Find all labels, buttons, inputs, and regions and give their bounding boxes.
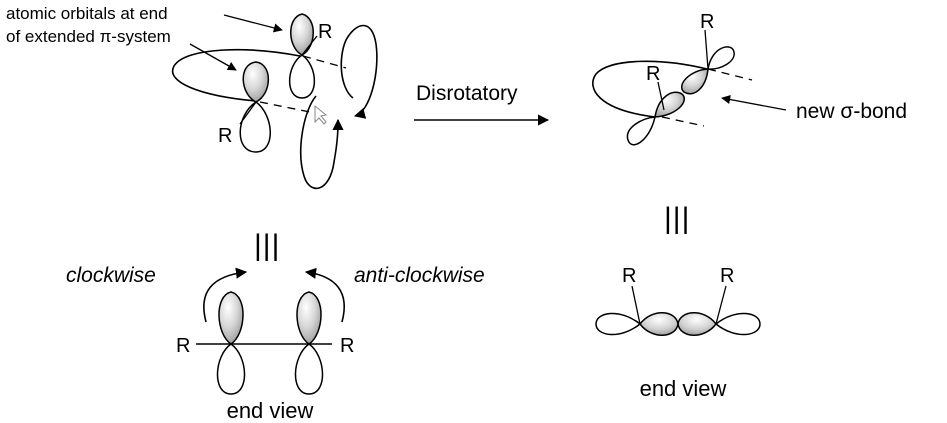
equivalence-mark-left: ||| [254, 229, 280, 262]
product-backbone-loop [592, 60, 708, 118]
lower-p-orbital-bottom-lobe [239, 101, 271, 153]
label-pointer-arrow-upper [223, 14, 283, 33]
reactant-end-view-group: clockwise anti-clockwise R R end view [66, 264, 485, 423]
r-substituent-product-end-right: R [720, 265, 734, 287]
end-view-left-top-lobe [218, 291, 244, 345]
r-substituent-product-end-left: R [622, 265, 636, 287]
upper-p-orbital-top-lobe [290, 13, 314, 56]
upper-p-orbital-bottom-lobe [288, 54, 316, 99]
r-substituent-end-right: R [340, 335, 354, 357]
disrotatory-label: Disrotatory [416, 82, 518, 105]
product-back-lobe-lower [626, 116, 656, 146]
label-pointer-arrow-lower [189, 43, 237, 71]
product-end-view-group: R R end view [595, 265, 761, 401]
product-orbital-group: R R new σ-bond [592, 11, 907, 146]
anti-clockwise-label: anti-clockwise [354, 264, 485, 287]
product-end-left-back-lobe [595, 312, 642, 336]
atomic-orbitals-label-line2: of extended π-system [6, 27, 171, 46]
r-substituent-product-upper: R [700, 11, 714, 33]
sigma-lobe-lower [654, 91, 685, 118]
end-view-label-left: end view [227, 398, 314, 423]
end-view-right-bottom-lobe [294, 343, 324, 395]
sigma-lobe-upper [681, 68, 709, 95]
sigma-bond-pointer-arrow [721, 95, 787, 111]
reactant-orbital-group: atomic orbitals at end of extended π-sys… [6, 4, 378, 190]
clockwise-label: clockwise [66, 264, 156, 287]
clockwise-rotation-arrow [203, 267, 248, 323]
end-view-left-bottom-lobe [216, 343, 246, 395]
r-substituent-upper: R [318, 21, 332, 43]
product-end-sigma-lobe-right [677, 312, 717, 336]
end-view-right-top-lobe [296, 291, 322, 345]
product-r-bond-upper [704, 29, 709, 70]
reaction-arrow-group: Disrotatory [414, 82, 550, 126]
equivalence-mark-right: ||| [664, 202, 690, 235]
rotation-arrow-upper [340, 24, 378, 119]
backbone-dash-lower [259, 101, 311, 113]
end-view-label-right: end view [640, 376, 727, 401]
product-dash-lower [661, 116, 705, 127]
atomic-orbitals-label-line1: atomic orbitals at end [6, 4, 168, 23]
product-end-sigma-lobe-left [639, 312, 679, 336]
r-substituent-product-left: R [646, 63, 660, 85]
polyene-backbone-loop [171, 48, 301, 102]
r-substituent-end-left: R [176, 335, 190, 357]
product-r-bond-left [657, 81, 665, 111]
cursor-pointer-icon [314, 104, 328, 125]
new-sigma-bond-label: new σ-bond [796, 100, 907, 123]
product-end-right-back-lobe [714, 312, 761, 336]
rotation-arrow-lower [299, 95, 344, 190]
product-end-r-bond-right [715, 285, 727, 325]
lower-r-bond [239, 101, 257, 125]
product-dash-upper [707, 68, 753, 81]
upper-r-bond [301, 35, 318, 56]
product-back-lobe-upper [707, 46, 735, 70]
product-end-r-bond-left [631, 285, 641, 325]
anti-clockwise-rotation-arrow [304, 267, 346, 323]
lower-p-orbital-top-lobe [242, 61, 270, 103]
r-substituent-lower: R [218, 125, 232, 147]
backbone-dash-upper [302, 55, 347, 69]
